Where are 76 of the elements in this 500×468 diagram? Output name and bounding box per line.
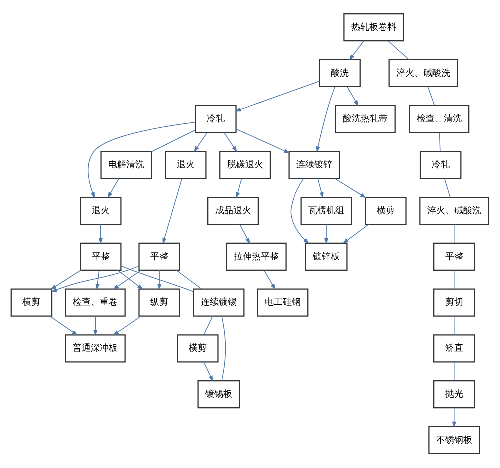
arrow [204,362,214,382]
arrow [117,270,144,290]
arrow [50,316,78,336]
node-box: 平整 [80,242,122,272]
node-box: 淬火、碱酸洗 [388,59,458,88]
arrow [316,86,336,153]
connector [454,362,455,382]
arrow [347,86,359,107]
node-box: 连续镀锌 [288,151,340,180]
connector [388,40,410,60]
arrow [108,178,120,198]
node-box: 退火 [80,196,122,226]
arrow [113,316,142,336]
node-box: 冷轧 [420,151,462,180]
arrow [334,178,367,198]
connector [428,86,436,106]
arrow [113,270,142,290]
node-box: 淬火、碱酸洗 [420,196,490,226]
node-box: 成品退火 [208,196,260,226]
arrow [236,128,290,154]
connector [454,224,455,244]
arrow [94,316,98,336]
arrow [162,178,182,244]
node-box: 热轧板卷料 [344,13,404,42]
node-box: 不锈钢板 [428,426,480,455]
node-box: 冷轧 [195,105,237,134]
node-box: 拉伸热平整 [226,242,287,272]
node-box: 检查、重卷 [65,288,126,317]
arrow [452,408,456,428]
arrow [96,270,100,290]
connector [454,270,455,290]
node-box: 平整 [434,242,476,272]
arrow [290,178,310,244]
node-box: 抛光 [434,380,476,409]
arrow [324,224,329,244]
node-box: 矫直 [434,334,476,363]
connector [444,178,451,198]
node-box: 检查、清洗 [409,105,470,134]
arrow [88,122,196,199]
node-box: 电解清洗 [100,151,152,180]
connector [439,132,441,152]
node-box: 脱碳退火 [220,151,272,180]
arrow [224,132,238,152]
node-box: 横剪 [177,334,219,363]
node-box: 连续镀锡 [193,288,245,317]
arrow [240,224,250,244]
node-box: 镀锌板 [305,242,348,272]
arrow [349,40,364,61]
node-box: 平整 [138,242,180,272]
node-box: 酸洗 [319,59,361,88]
arrow [318,178,324,198]
connector [120,266,194,292]
connector [204,316,214,336]
node-box: 镀锡板 [198,380,240,409]
node-box: 酸洗热轧带 [335,105,396,134]
arrow [194,132,208,152]
node-box: 横剪 [365,196,407,226]
node-box: 电工硅钢 [257,288,309,317]
connector [176,270,202,290]
arrow [342,224,370,244]
arrow [98,224,103,244]
arrow [264,270,276,290]
node-box: 普通深冲板 [65,334,126,363]
arrow [235,81,320,112]
node-box: 退火 [165,151,207,180]
arrow [50,270,82,290]
node-box: 纵剪 [138,288,180,317]
node-box: 剪切 [434,288,476,317]
connector [454,316,455,336]
arrow [236,178,242,198]
connector [222,316,226,382]
node-box: 横剪 [10,288,53,317]
node-box: 瓦楞机组 [300,196,352,226]
connector [151,130,196,152]
arrow [157,270,162,290]
arrow [51,266,140,292]
